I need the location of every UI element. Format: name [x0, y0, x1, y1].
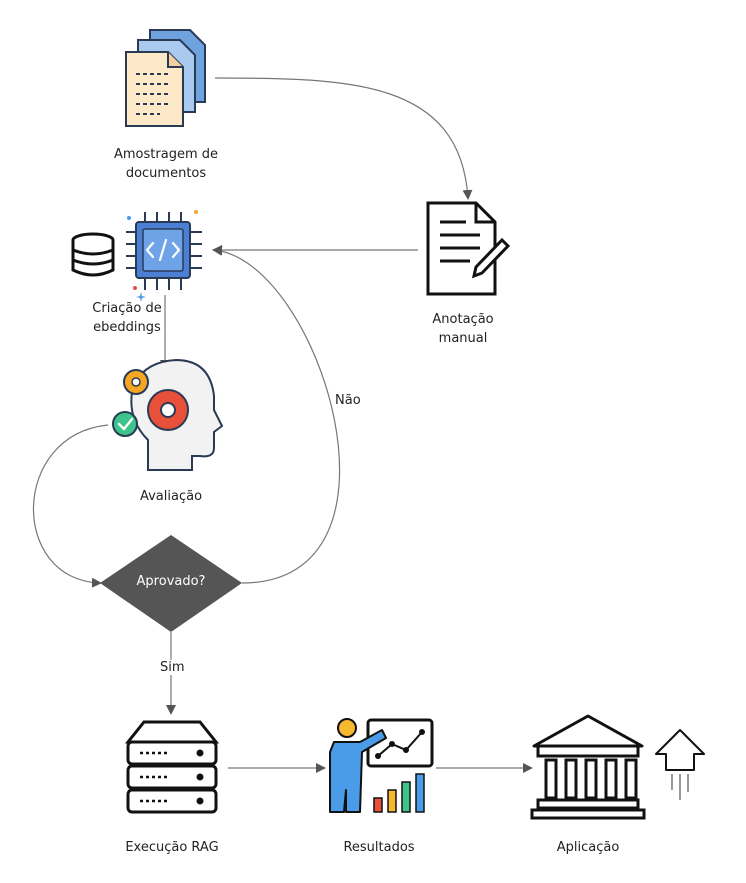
bank-building-icon	[530, 714, 646, 820]
chip-database-icon	[71, 210, 202, 302]
documents-icon	[125, 29, 206, 127]
gear-red-icon	[147, 389, 189, 431]
presenter-chart-icon	[329, 718, 434, 813]
annotation-label: Anotação manual	[432, 312, 494, 346]
chip-icon	[126, 210, 202, 302]
edge-sampling-to-annotation	[214, 77, 473, 200]
embeddings-label: Criação de ebeddings	[92, 301, 162, 335]
head-gears-icon	[112, 358, 224, 471]
gear-yellow-icon	[123, 369, 149, 395]
edge-decision-no-to-embeddings	[212, 245, 341, 584]
evaluation-label: Avaliação	[139, 489, 203, 504]
edge-evaluation-to-decision	[32, 424, 109, 588]
up-arrow-icon	[655, 729, 705, 800]
check-icon	[112, 411, 138, 437]
document-pen-icon	[426, 201, 511, 296]
edge-label-yes: Sim	[158, 660, 187, 675]
rag-label: Execução RAG	[125, 840, 219, 855]
database-icon	[71, 232, 115, 277]
server-icon	[124, 720, 220, 814]
decision-label: Aprovado?	[136, 574, 206, 589]
edge-label-no: Não	[333, 393, 363, 408]
decision-diamond	[100, 535, 242, 632]
application-label: Aplicação	[556, 840, 620, 855]
sampling-label: Amostragem de documentos	[114, 147, 218, 181]
results-label: Resultados	[343, 840, 415, 855]
